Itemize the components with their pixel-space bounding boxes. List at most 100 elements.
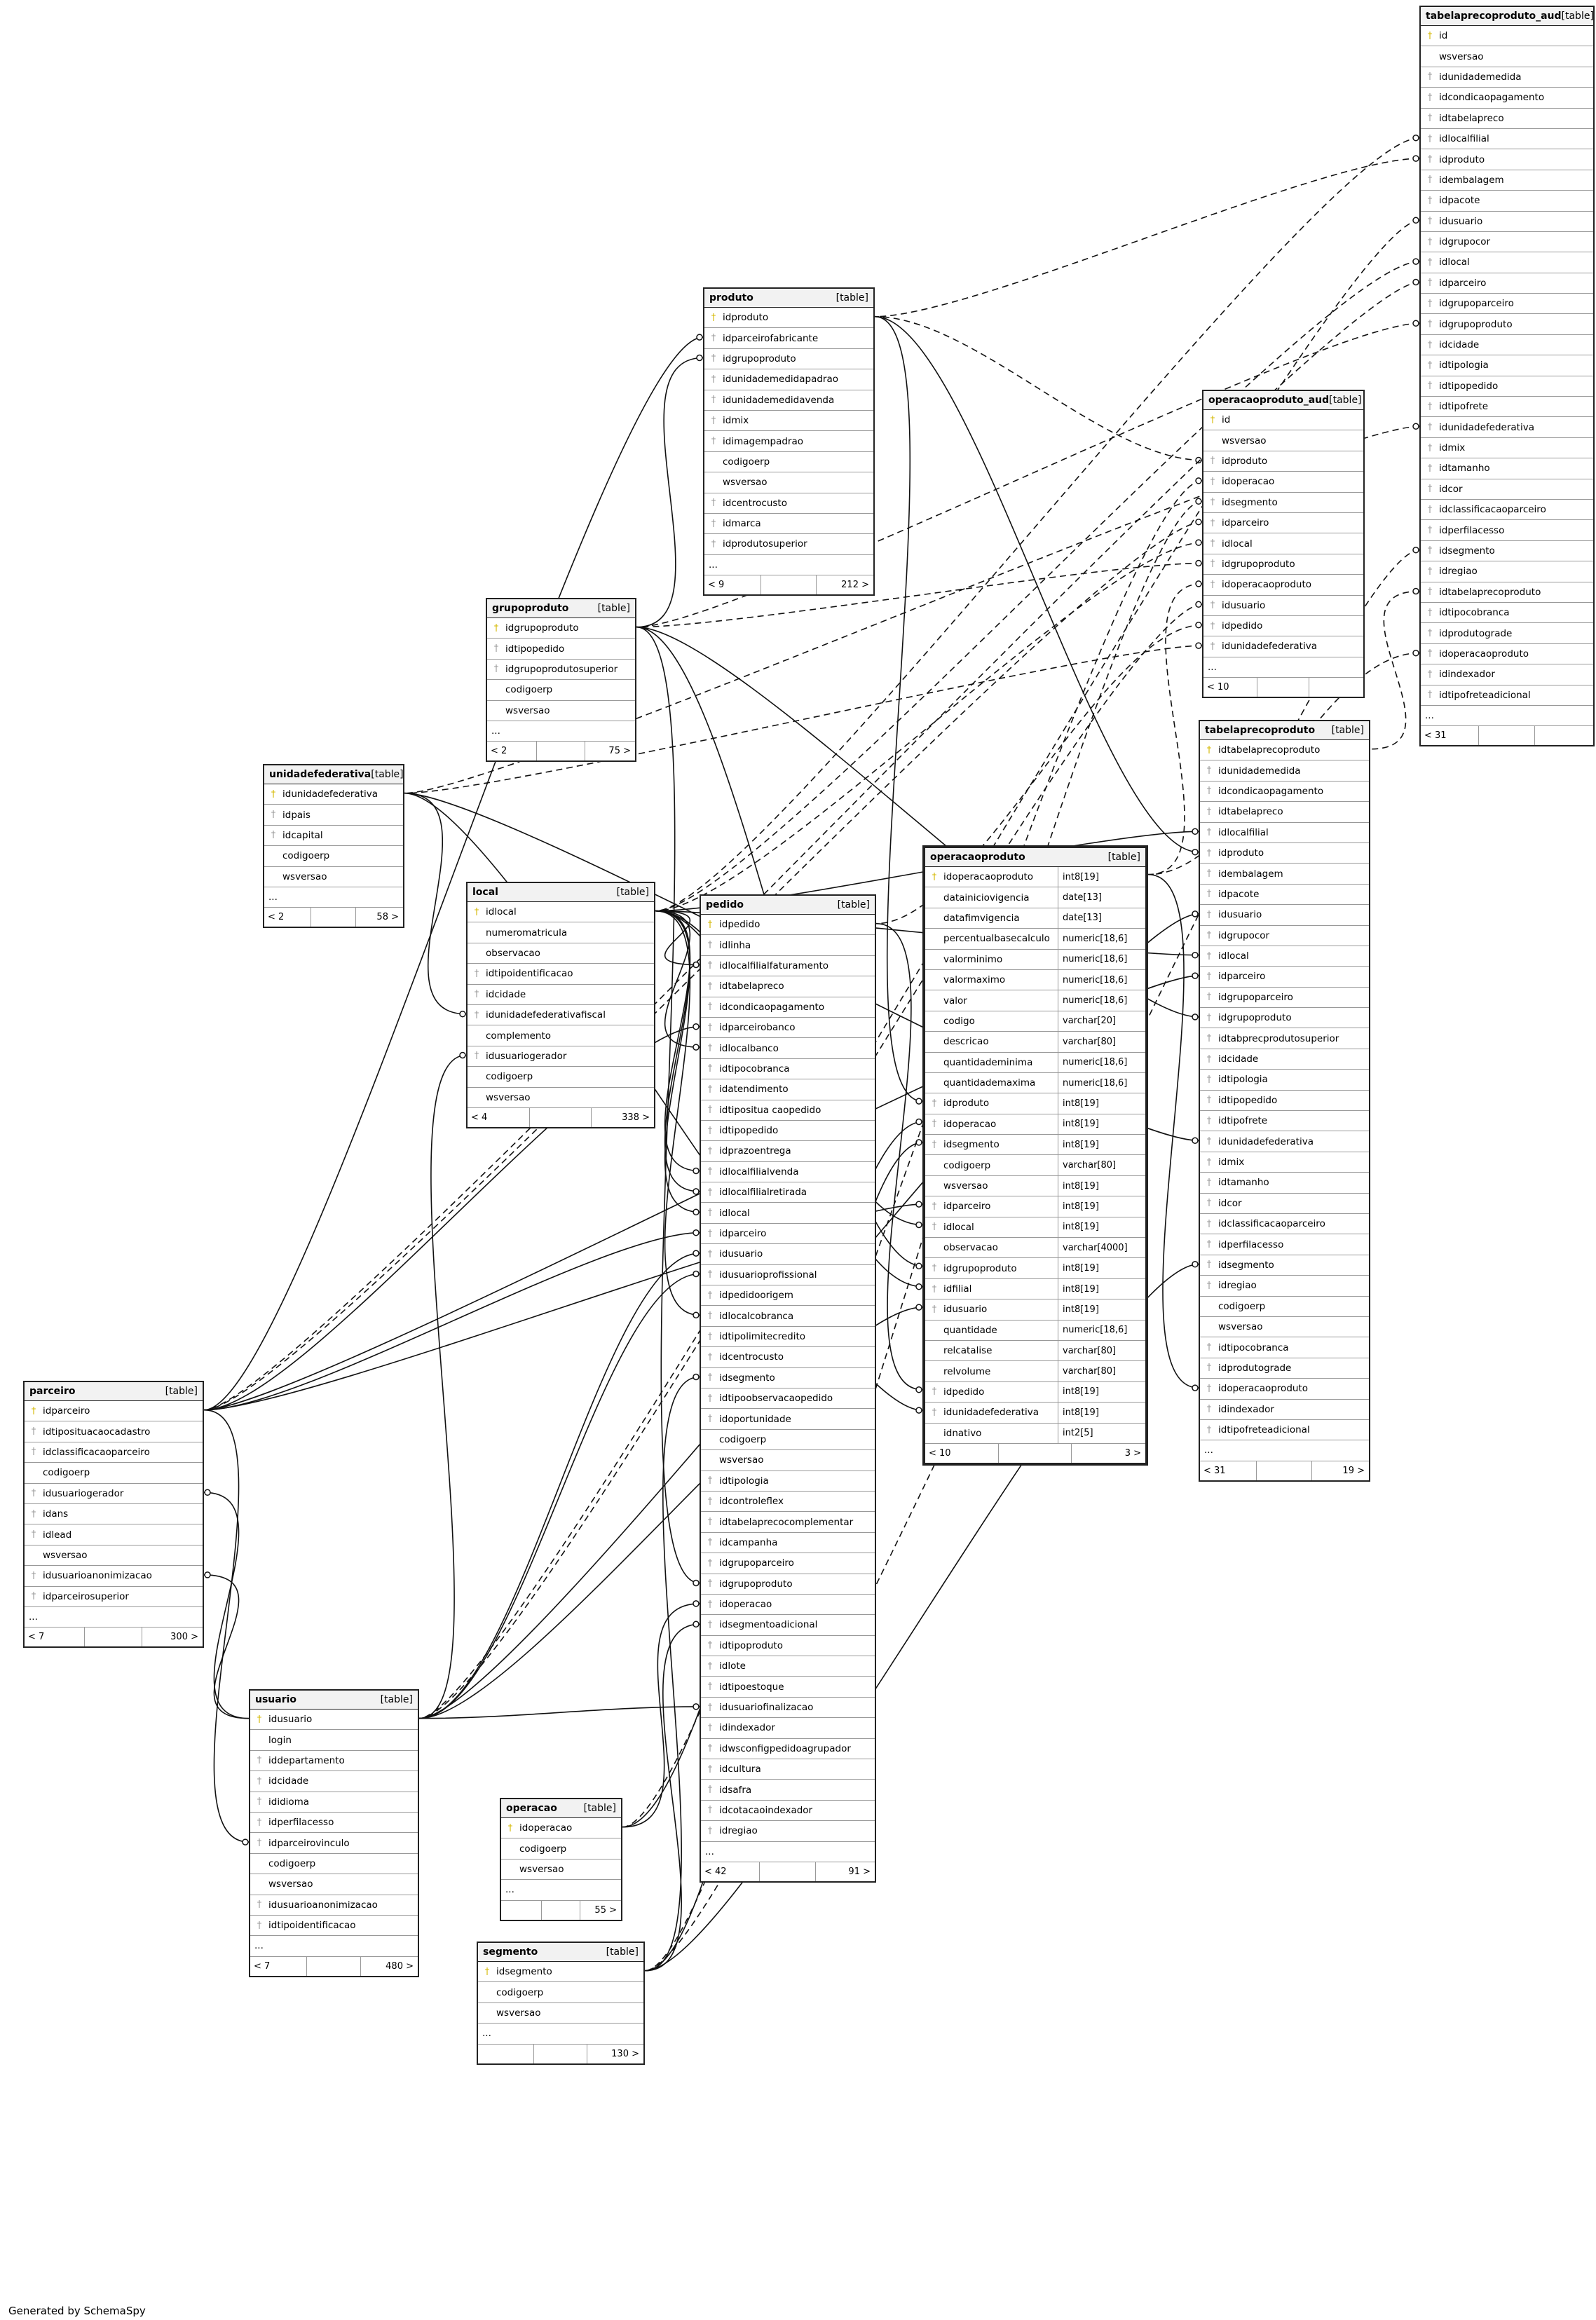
column-row[interactable]: †idtipopedido [701,1121,875,1142]
column-row[interactable]: wsversao [468,1088,654,1108]
column-row[interactable]: †idgrupocor [1200,926,1369,946]
column-row[interactable]: †idwsconfigpedidoagrupador [701,1739,875,1760]
column-row[interactable]: †idmix [704,411,873,432]
column-row[interactable]: †idunidadefederativa [1200,1131,1369,1152]
column-row[interactable]: †idcampanha [701,1533,875,1554]
column-row[interactable]: †idtipopedido [1200,1091,1369,1112]
column-row[interactable]: wsversao [478,2003,643,2024]
column-row[interactable]: †idcentrocusto [701,1347,875,1368]
column-row[interactable]: †idcentrocusto [704,493,873,514]
table-parceiro[interactable]: parceiro[table]†idparceiro†idtiposituaca… [23,1381,204,1649]
column-row[interactable]: †idcor [1200,1194,1369,1214]
table-unidadefederativa[interactable]: unidadefederativa[table]†idunidadefedera… [263,764,404,929]
children-count[interactable]: 58 > [376,912,399,923]
parents-count[interactable]: < 4 [468,1107,531,1127]
column-row[interactable]: wsversao [1203,430,1363,451]
table-operacaoproduto[interactable]: operacaoproduto[table]†idoperacaoproduto… [922,845,1148,1466]
column-row[interactable]: †idcapital [264,826,403,847]
column-row[interactable]: †idusuario [1203,596,1363,616]
column-row[interactable]: wsversao [701,1450,875,1471]
column-row[interactable]: †idmix [1200,1152,1369,1173]
parents-count[interactable]: < 7 [250,1956,307,1976]
column-row[interactable]: †idoperacaoproduto [1200,1379,1369,1400]
column-row[interactable]: †idoportunidade [701,1409,875,1430]
column-row[interactable]: †idproduto [704,308,873,329]
column-row[interactable]: †idtipofrete [1421,397,1593,418]
column-row[interactable]: †idtipocobranca [1421,603,1593,624]
children-count[interactable] [1309,678,1363,697]
column-row[interactable]: †idtamanho [1421,458,1593,479]
column-row[interactable]: †idgrupoproduto [1421,314,1593,335]
column-row[interactable]: †idparceiro [1200,967,1369,988]
column-row[interactable]: †idlocalfilial [1421,129,1593,150]
column-row[interactable]: †idprodutograde [1200,1358,1369,1379]
column-row[interactable]: †idunidademedidapadrao [704,369,873,390]
column-row[interactable]: †idsegmentoadicional [701,1615,875,1636]
column-row[interactable]: †idusuario [701,1244,875,1265]
column-row[interactable]: †idlocalbanco [701,1038,875,1059]
column-row[interactable]: †idregiao [701,1821,875,1842]
column-row[interactable]: †idprodutograde [1421,623,1593,644]
column-row[interactable]: †idtipofreteadicional [1421,685,1593,706]
column-row[interactable]: †idusuariofinalizacao [701,1698,875,1719]
column-row[interactable]: †idcidade [250,1771,418,1792]
column-row[interactable]: †idunidademedida [1200,760,1369,782]
parents-count[interactable]: < 31 [1421,726,1479,746]
column-row[interactable]: †idtipopedido [487,639,635,660]
column-row[interactable]: †idtipofreteadicional [1200,1420,1369,1441]
column-row[interactable]: †idembalagem [1200,864,1369,885]
column-row[interactable]: †iddepartamento [250,1751,418,1772]
column-row[interactable]: †idmarca [704,514,873,535]
column-row[interactable]: †idimagempadrao [704,431,873,452]
column-row[interactable]: codigoerp [250,1854,418,1875]
column-row[interactable]: †idproduto [1203,451,1363,472]
column-row[interactable]: wsversao [1421,46,1593,67]
column-row[interactable]: wsversao [501,1860,621,1881]
column-row[interactable]: †idsegmento [478,1962,643,1983]
column-row[interactable]: †idcondicaopagamento [701,997,875,1018]
column-row[interactable]: †idgrupoprodutosuperior [487,660,635,681]
column-row[interactable]: †idusuario [1200,905,1369,926]
column-row[interactable]: †idindexador [701,1718,875,1739]
column-row[interactable]: †idtipologia [1421,355,1593,376]
column-row[interactable]: †idlinha [701,935,875,956]
column-row[interactable]: †idpacote [1421,191,1593,212]
column-row[interactable]: †idtamanho [1200,1173,1369,1194]
column-row[interactable]: †idtipocobranca [1200,1337,1369,1358]
column-row[interactable]: †idcidade [1200,1049,1369,1070]
column-row[interactable]: †idcondicaopagamento [1200,782,1369,803]
children-count[interactable]: 91 > [848,1866,871,1877]
column-row[interactable]: †idlocal [1200,946,1369,967]
column-row[interactable]: login [250,1730,418,1751]
column-row[interactable]: codigoerp [701,1430,875,1451]
column-row[interactable]: †idusuario [250,1710,418,1731]
column-row[interactable]: †idtipoidentificacao [468,964,654,985]
column-row[interactable]: †idlocal [468,902,654,923]
column-row[interactable]: †idparceirofabricante [704,328,873,349]
table-tabelaprecoproduto[interactable]: tabelaprecoproduto[table]†idtabelaprecop… [1199,720,1370,1482]
column-row[interactable]: †idans [25,1504,203,1525]
column-row[interactable]: †idparceiro [701,1224,875,1245]
column-row[interactable]: †idatendimento [701,1079,875,1100]
column-row[interactable]: †idtipologia [1200,1070,1369,1091]
column-row[interactable]: †idmix [1421,438,1593,459]
parents-count[interactable] [501,1900,543,1920]
column-row[interactable]: †idusuarioanonimizacao [25,1566,203,1587]
column-row[interactable]: †idlote [701,1656,875,1677]
column-row[interactable]: †idtipopedido [1421,376,1593,397]
column-row[interactable]: †idlocal [701,1203,875,1224]
column-row[interactable]: †idusuarioprofissional [701,1265,875,1286]
